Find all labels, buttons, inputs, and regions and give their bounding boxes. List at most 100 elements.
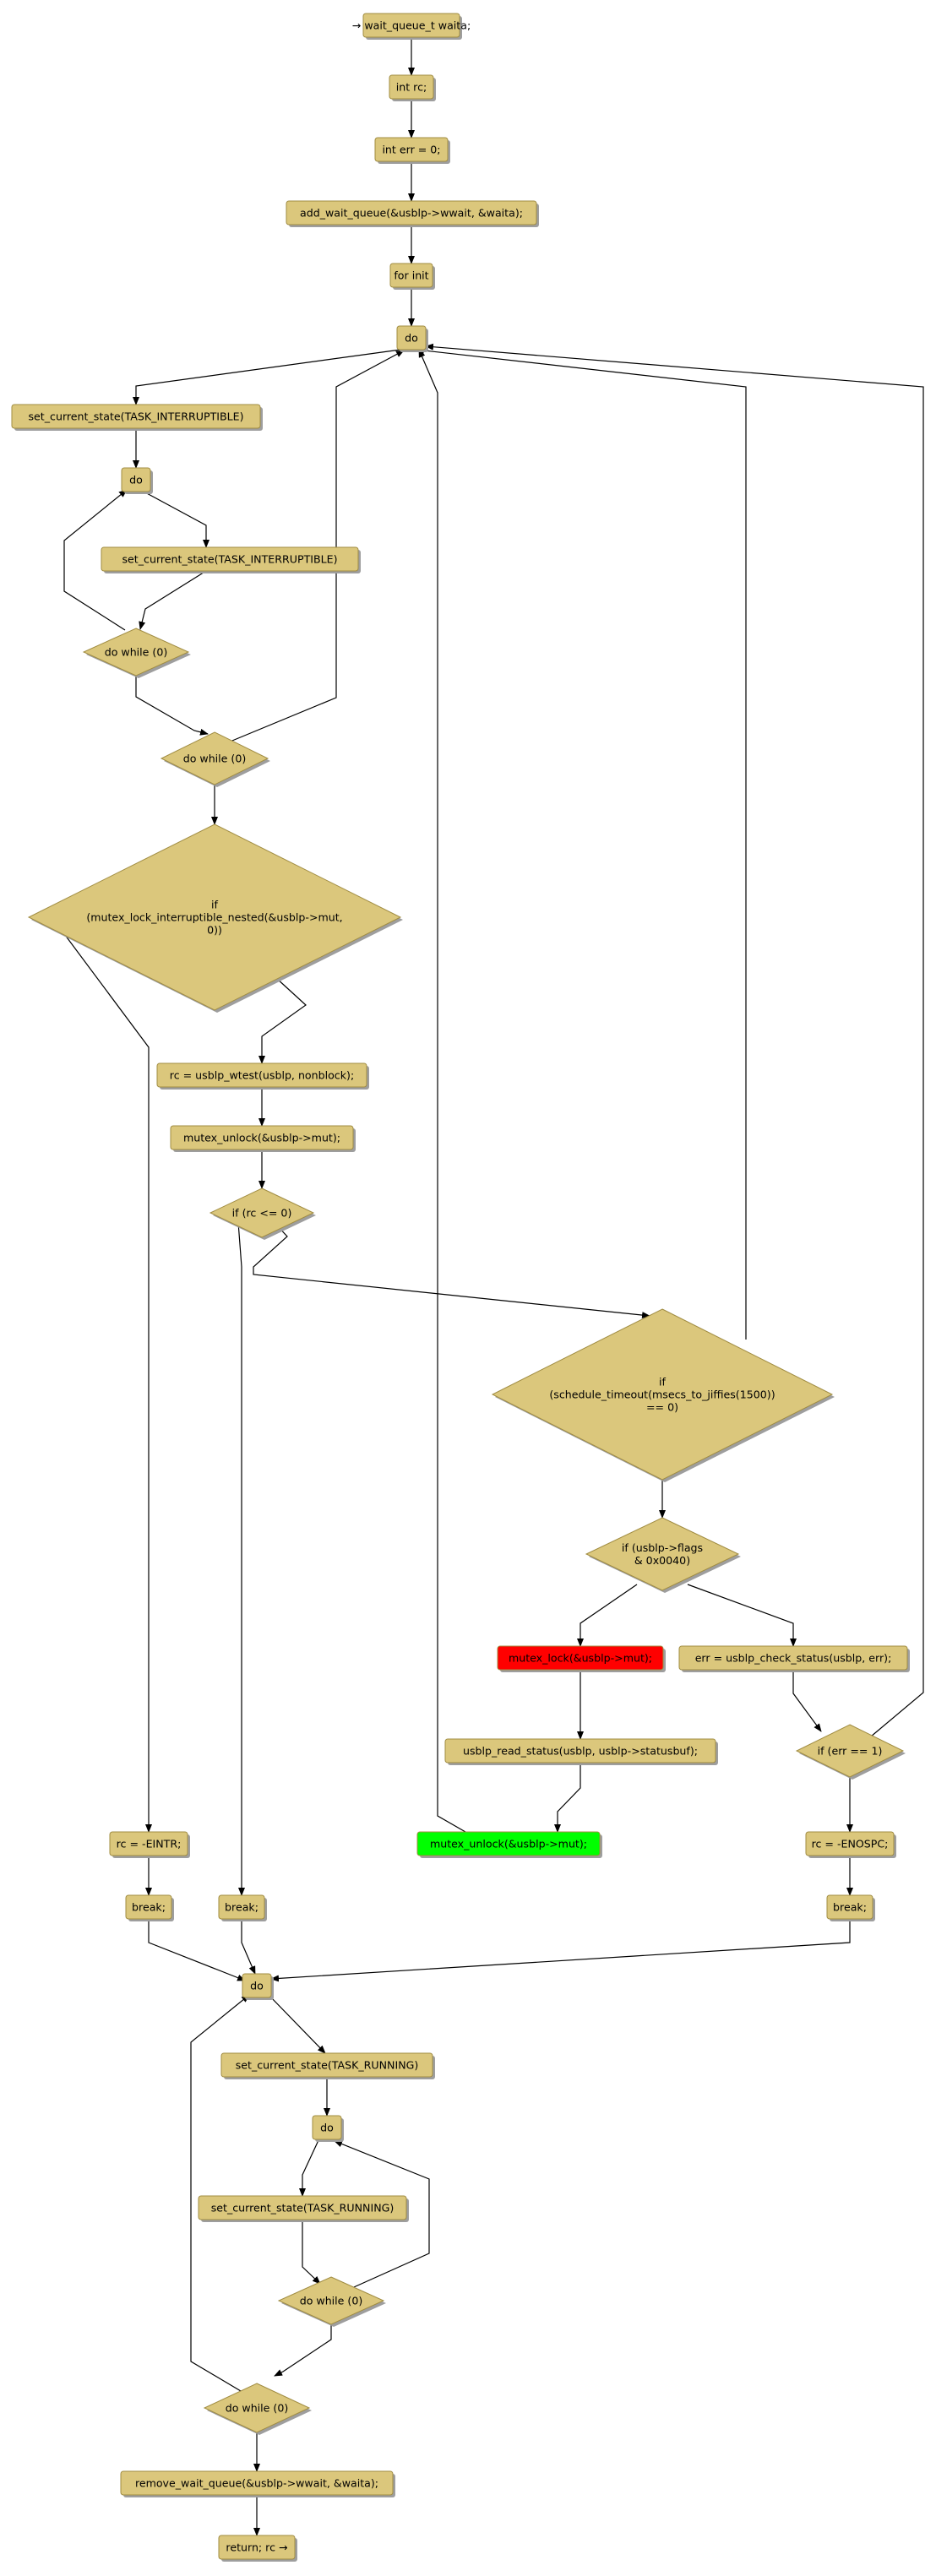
node-shape <box>125 1894 172 1920</box>
node-shape <box>491 1308 834 1481</box>
statement-node-n24[interactable]: rc = -ENOSPC; <box>805 1831 896 1858</box>
node-shape <box>121 467 151 492</box>
node-label-line: mutex_unlock(&usblp->mut); <box>430 1838 587 1850</box>
node-shape <box>82 628 190 677</box>
node-label-line: do while (0) <box>183 753 247 765</box>
node-shape <box>389 263 433 288</box>
node-label-line: err = usblp_check_status(usblp, err); <box>695 1652 892 1665</box>
decision-node-n11[interactable]: do while (0) <box>160 731 270 787</box>
node-label-line: add_wait_queue(&usblp->wwait, &waita); <box>300 207 523 220</box>
statement-node-n2[interactable]: int rc; <box>389 74 436 101</box>
node-label-line: if <box>211 899 218 911</box>
node-shape <box>109 1831 188 1856</box>
node-shape <box>27 823 402 1011</box>
decision-node-n12[interactable]: if(mutex_lock_interruptible_nested(&usbl… <box>27 823 403 1013</box>
node-label-line: do while (0) <box>105 646 168 659</box>
node-shape <box>203 2383 311 2433</box>
node-label-line: → wait_queue_t waita; <box>352 19 471 32</box>
node-label-line: return; rc → <box>226 2541 287 2554</box>
decision-node-n17[interactable]: if (usblp->flags& 0x0040) <box>585 1517 741 1593</box>
node-shape <box>826 1894 873 1920</box>
node-shape <box>160 731 269 785</box>
edge-n31-to-n32 <box>302 2220 321 2285</box>
statement-node-n18[interactable]: mutex_lock(&usblp->mut); <box>497 1645 666 1672</box>
node-label-line: set_current_state(TASK_RUNNING) <box>236 2059 419 2072</box>
node-label-line: int rc; <box>396 81 427 94</box>
statement-node-n25[interactable]: break; <box>125 1894 174 1921</box>
decision-node-n32[interactable]: do while (0) <box>277 2276 386 2327</box>
statement-node-n23[interactable]: rc = -EINTR; <box>109 1831 190 1858</box>
statement-node-n20[interactable]: usblp_read_status(usblp, usblp->statusbu… <box>444 1738 718 1765</box>
node-shape <box>497 1645 664 1671</box>
node-label-line: mutex_unlock(&usblp->mut); <box>183 1132 340 1144</box>
statement-node-n31[interactable]: set_current_state(TASK_RUNNING) <box>198 2195 409 2222</box>
node-label-line: set_current_state(TASK_INTERRUPTIBLE) <box>29 410 244 423</box>
statement-node-n28[interactable]: do <box>242 1973 274 2000</box>
node-label-line: mutex_lock(&usblp->mut); <box>509 1652 652 1665</box>
edge-n17-to-n18 <box>577 1584 638 1647</box>
statement-node-n22[interactable]: mutex_unlock(&usblp->mut); <box>416 1831 602 1858</box>
edge-n21-to-n6 <box>425 343 924 1737</box>
node-shape <box>277 2276 385 2325</box>
statement-node-n8[interactable]: do <box>121 467 153 494</box>
edge-n30-to-n31 <box>299 2138 320 2197</box>
node-shape <box>218 2535 296 2560</box>
edge-n10-to-n8 <box>63 489 128 631</box>
node-shape <box>444 1738 716 1764</box>
decision-node-n16[interactable]: if(schedule_timeout(msecs_to_jiffies(150… <box>491 1308 835 1482</box>
statement-node-n9[interactable]: set_current_state(TASK_INTERRUPTIBLE) <box>101 546 361 573</box>
edge-n25-to-n28 <box>148 1919 246 1981</box>
statement-node-n13[interactable]: rc = usblp_wtest(usblp, nonblock); <box>156 1062 369 1090</box>
edge-n16-to-n6 <box>416 347 747 1340</box>
node-shape <box>286 200 537 226</box>
node-label-line: do <box>405 332 418 345</box>
node-label-line: remove_wait_queue(&usblp->wwait, &waita)… <box>135 2477 378 2490</box>
statement-node-n5[interactable]: for init <box>389 263 435 290</box>
node-shape <box>416 1831 601 1856</box>
edge-n12-to-n23 <box>62 931 152 1833</box>
decision-node-n21[interactable]: if (err == 1) <box>795 1724 906 1780</box>
node-label-line: rc = -EINTR; <box>117 1838 182 1850</box>
statement-node-n6[interactable]: do <box>396 325 428 352</box>
node-shape <box>170 1125 354 1150</box>
node-label-line: do while (0) <box>226 2402 289 2415</box>
node-shape <box>396 325 427 351</box>
node-label-line: & 0x0040) <box>634 1554 690 1567</box>
node-label-line: rc = -ENOSPC; <box>812 1838 889 1850</box>
edge-n11-to-n6 <box>227 350 405 743</box>
statement-node-n3[interactable]: int err = 0; <box>374 137 450 164</box>
node-label-line: break; <box>225 1901 258 1914</box>
statement-node-n19[interactable]: err = usblp_check_status(usblp, err); <box>678 1645 910 1672</box>
statement-node-n26[interactable]: break; <box>218 1894 267 1921</box>
statement-node-n4[interactable]: add_wait_queue(&usblp->wwait, &waita); <box>286 200 539 227</box>
node-label-line: do <box>250 1980 264 1992</box>
statement-node-n29[interactable]: set_current_state(TASK_RUNNING) <box>220 2052 435 2079</box>
statement-node-n34[interactable]: remove_wait_queue(&usblp->wwait, &waita)… <box>120 2470 395 2497</box>
node-shape <box>209 1187 315 1238</box>
edges-layer <box>62 37 924 2536</box>
edge-n8-to-n9 <box>143 491 210 548</box>
decision-node-n15[interactable]: if (rc <= 0) <box>209 1187 316 1240</box>
node-label-line: 0)) <box>207 924 222 937</box>
node-shape <box>362 13 460 38</box>
statement-node-n14[interactable]: mutex_unlock(&usblp->mut); <box>170 1125 356 1152</box>
edge-n12-to-n13 <box>258 977 307 1064</box>
node-label-line: if (rc <= 0) <box>232 1207 292 1220</box>
decision-node-n10[interactable]: do while (0) <box>82 628 191 678</box>
statement-node-n7[interactable]: set_current_state(TASK_INTERRUPTIBLE) <box>11 404 263 431</box>
node-shape <box>120 2470 394 2496</box>
edge-n20-to-n22 <box>554 1763 581 1833</box>
edge-n33-to-n28 <box>190 1994 250 2392</box>
node-shape <box>218 1894 265 1920</box>
node-label-line: do while (0) <box>300 2295 363 2307</box>
statement-node-n1[interactable]: → wait_queue_t waita; <box>352 13 471 40</box>
edge-n27-to-n28 <box>270 1919 851 1982</box>
statement-node-n30[interactable]: do <box>312 2115 344 2142</box>
edge-n22-to-n6 <box>418 349 466 1833</box>
node-shape <box>795 1724 905 1778</box>
statement-node-n27[interactable]: break; <box>826 1894 875 1921</box>
statement-node-n35[interactable]: return; rc → <box>218 2535 297 2562</box>
decision-node-n33[interactable]: do while (0) <box>203 2383 312 2435</box>
edge-n6-to-n7 <box>133 349 401 405</box>
